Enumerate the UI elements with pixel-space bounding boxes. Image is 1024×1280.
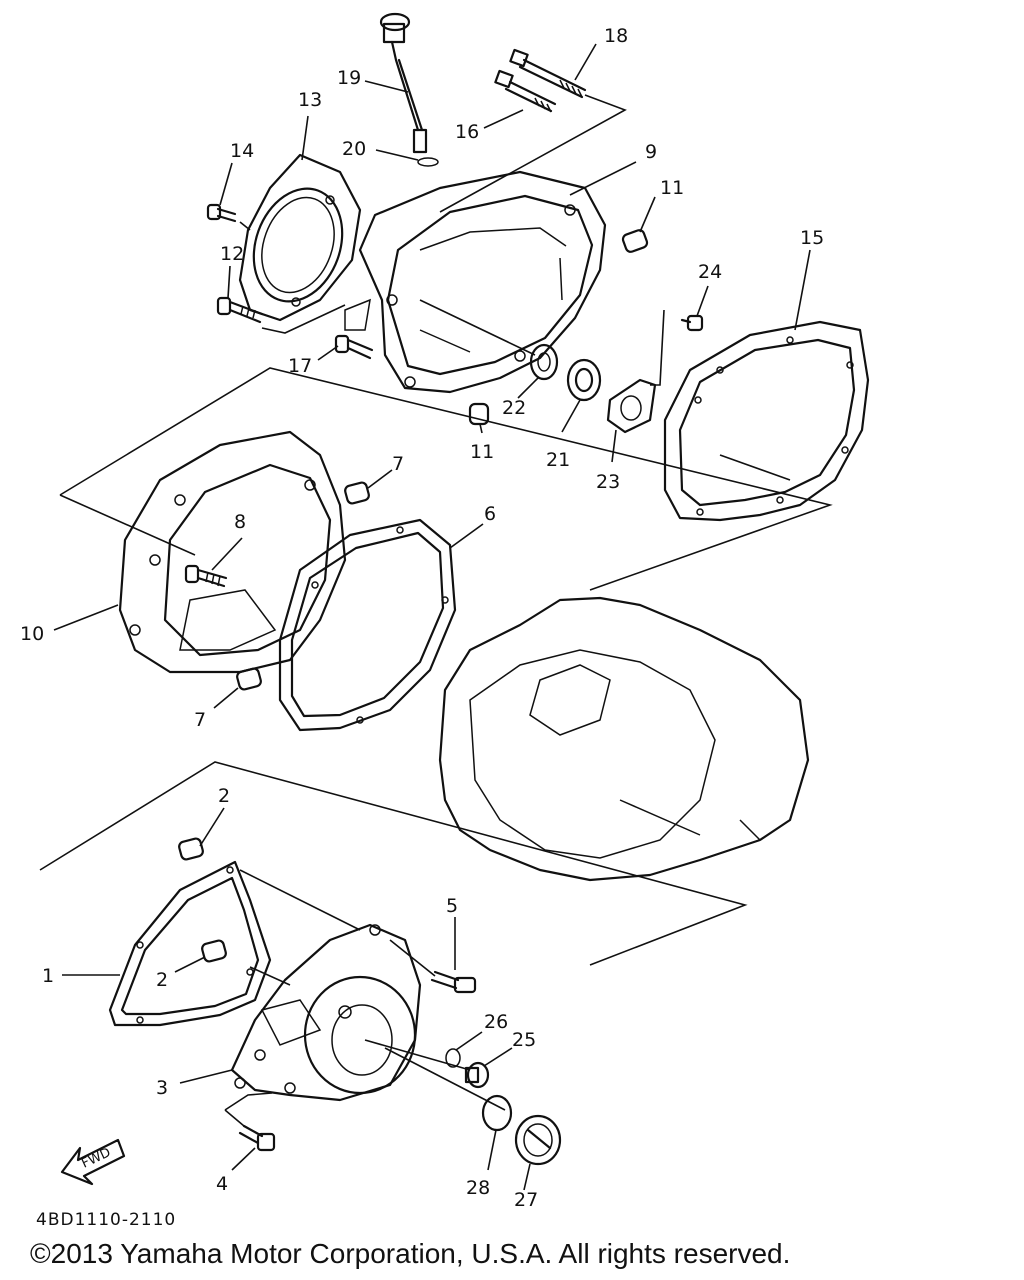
callout-13: 13: [298, 89, 322, 111]
callout-15: 15: [800, 227, 824, 249]
callout-19: 19: [337, 67, 361, 89]
oil-seal: [529, 343, 559, 381]
crankcase-body: [438, 596, 810, 882]
callout-leaders: [53, 43, 811, 1191]
callout-20: 20: [342, 138, 366, 160]
oil-dipstick: [379, 12, 428, 154]
callout-4: 4: [216, 1173, 228, 1195]
crankcase-cover-3: [230, 923, 422, 1102]
dowel-pin-7-upper: [344, 481, 370, 505]
screw-24: [680, 314, 704, 332]
bolt-4: [238, 1124, 276, 1152]
callout-14: 14: [230, 140, 254, 162]
callout-labels: 18 19 13 16 14 20 9 11 12 15 24 17 22 21…: [20, 25, 824, 1211]
callout-5: 5: [446, 895, 458, 917]
o-ring-26: [445, 1048, 461, 1068]
plane-upper: [59, 367, 833, 591]
retainer-plate: [606, 378, 657, 434]
cover-gasket-6: [278, 518, 457, 732]
cover-gasket-1: [108, 860, 272, 1027]
callout-7-upper: 7: [392, 453, 404, 475]
callout-22: 22: [502, 397, 526, 419]
callout-2-lower: 2: [156, 969, 168, 991]
callout-24: 24: [698, 261, 722, 283]
callout-6: 6: [484, 503, 496, 525]
bolt-14: [206, 203, 237, 223]
bolt-8: [184, 564, 228, 588]
callout-25: 25: [512, 1029, 536, 1051]
crankcase-cover-plate: [238, 153, 362, 322]
left-crankcase-cover: [118, 430, 347, 674]
callout-11-upper: 11: [660, 177, 684, 199]
copyright-notice: ©2013 Yamaha Motor Corporation, U.S.A. A…: [30, 1238, 791, 1269]
clutch-cover: [344, 170, 607, 394]
fwd-label: FWD: [79, 1145, 113, 1171]
dowel-pin-2-lower: [201, 939, 227, 963]
callout-1: 1: [42, 965, 54, 987]
dowel-pin-2-upper: [178, 837, 204, 861]
callout-18: 18: [604, 25, 628, 47]
callout-9: 9: [645, 141, 657, 163]
plane-lower: [39, 761, 748, 966]
dowel-pin-11-upper: [621, 229, 649, 253]
callout-26: 26: [484, 1011, 508, 1033]
callout-2-upper: 2: [218, 785, 230, 807]
dowel-pin-11-lower: [468, 402, 490, 426]
callout-16: 16: [455, 121, 479, 143]
forward-arrow-icon: FWD: [60, 1138, 126, 1186]
bearing: [566, 358, 602, 402]
dowel-pin-7-lower: [236, 667, 262, 691]
callout-21: 21: [546, 449, 570, 471]
cover-gasket-15: [663, 320, 870, 522]
callout-3: 3: [156, 1077, 168, 1099]
bolt-17: [334, 334, 374, 360]
callout-10: 10: [20, 623, 44, 645]
callout-23: 23: [596, 471, 620, 493]
bolt-12: [216, 296, 264, 324]
diagram-code: 4BD1110-2110: [36, 1210, 177, 1230]
callout-27: 27: [514, 1189, 538, 1211]
callout-7-lower: 7: [194, 709, 206, 731]
callout-28: 28: [466, 1177, 490, 1199]
o-ring-28: [481, 1094, 513, 1132]
callout-12: 12: [220, 243, 244, 265]
callout-11-lower: 11: [470, 441, 494, 463]
callout-17: 17: [288, 355, 312, 377]
dipstick-o-ring: [417, 157, 439, 167]
long-bolt-16: [494, 69, 557, 113]
filler-cap-27: [514, 1114, 562, 1166]
plug-25: [464, 1061, 490, 1089]
callout-8: 8: [234, 511, 246, 533]
long-bolt-18: [509, 48, 587, 99]
bolt-5: [430, 970, 477, 994]
plane-upper-edge: [59, 494, 196, 556]
